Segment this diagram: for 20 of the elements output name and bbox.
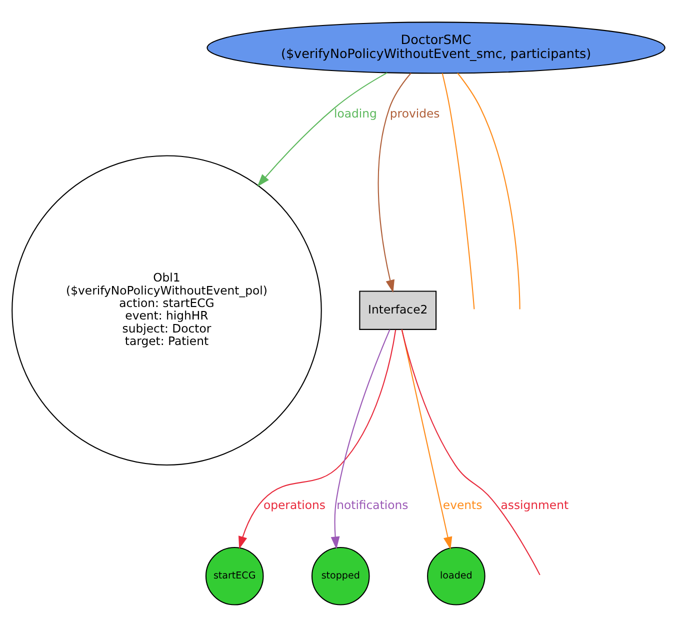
arrow <box>378 72 412 293</box>
edge-label: notifications <box>336 498 408 512</box>
node-circle: Obl1 ($verifyNoPolicyWithoutEvent_pol) action: startECG event: highHR subject: Doctor target: Patient <box>12 155 322 466</box>
connector <box>401 330 540 576</box>
edge-label: assignment <box>500 498 569 512</box>
edge-label: events <box>442 498 482 512</box>
arrow <box>401 329 452 550</box>
node-circle: stopped <box>311 546 370 606</box>
node-ellipse: DoctorSMC ($verifyNoPolicyWithoutEvent_smc, participants) <box>206 22 666 74</box>
arrow <box>257 72 388 187</box>
node-circle: loaded <box>427 546 486 606</box>
edge-label: loading <box>334 106 377 121</box>
connector <box>442 73 475 310</box>
node-circle: startECG <box>205 546 264 606</box>
arrow <box>238 330 396 550</box>
edge-label: provides <box>390 106 440 121</box>
edge-label: operations <box>263 498 326 512</box>
node-box: Interface2 <box>359 290 437 330</box>
arrow <box>330 329 390 550</box>
connector <box>457 72 520 310</box>
